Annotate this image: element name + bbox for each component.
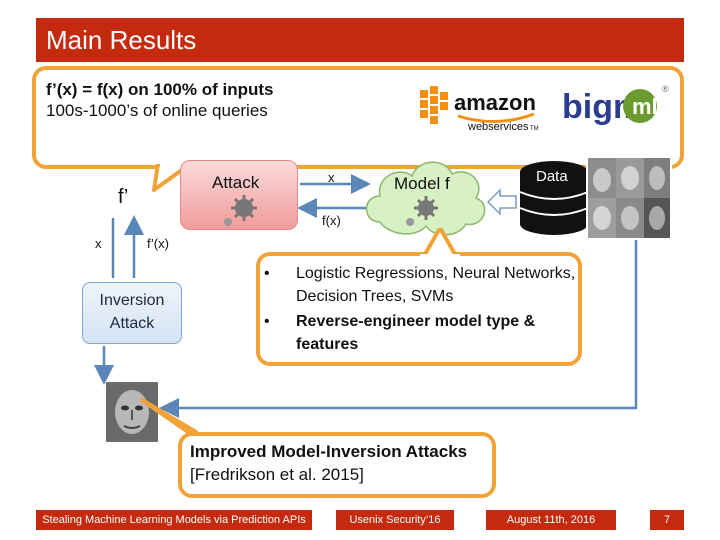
faces-dataset-image — [586, 156, 672, 240]
features-callout — [256, 252, 582, 366]
reconstructed-face-image — [106, 382, 158, 442]
svg-text:®: ® — [662, 84, 669, 94]
top-callout-line2: 100s-1000’s of online queries — [46, 101, 268, 120]
x-left-label: x — [95, 236, 102, 251]
title-bar — [36, 18, 684, 62]
inversion-callout — [178, 432, 496, 498]
inversion-callout-line2: [Fredrikson et al. 2015] — [190, 465, 364, 484]
database-icon — [519, 161, 589, 235]
footer-title: Stealing Machine Learning Models via Pre… — [36, 510, 312, 530]
slide-title: Main Results — [46, 25, 197, 55]
inversion-attack-label: Inversion Attack — [99, 292, 165, 332]
model-label: Model f — [394, 174, 450, 193]
footer-date: August 11th, 2016 — [486, 510, 616, 530]
webservices-wordmark: webservices — [467, 121, 529, 133]
inversion-callout-line1: Improved Model-Inversion Attacks — [190, 442, 468, 461]
amazon-wordmark: amazon — [454, 90, 536, 115]
attack-box — [180, 160, 298, 230]
footer-venue: Usenix Security’16 — [336, 510, 454, 530]
inversion-attack-box — [82, 282, 182, 344]
amazon-web-services-logo: amazon webservices TM — [420, 86, 539, 133]
bigml-logo: bigml ml ® — [562, 84, 669, 126]
top-callout — [32, 66, 684, 169]
f-prime-x-label: f’(x) — [147, 236, 169, 251]
fx-response-label: f(x) — [322, 213, 341, 228]
x-query-label: x — [328, 170, 335, 185]
gear-icon — [224, 195, 257, 226]
features-callout-tail — [420, 228, 460, 258]
f-prime-label: f’ — [118, 186, 129, 208]
attack-label: Attack — [212, 173, 260, 192]
top-callout-line1: f’(x) = f(x) on 100% of inputs — [46, 80, 274, 99]
gear-icon — [406, 196, 438, 226]
page-number: 7 — [650, 510, 684, 530]
inversion-callout-tail — [140, 398, 198, 434]
data-label: Data — [536, 168, 568, 185]
svg-text:ml: ml — [632, 94, 658, 119]
svg-text:TM: TM — [530, 126, 539, 132]
